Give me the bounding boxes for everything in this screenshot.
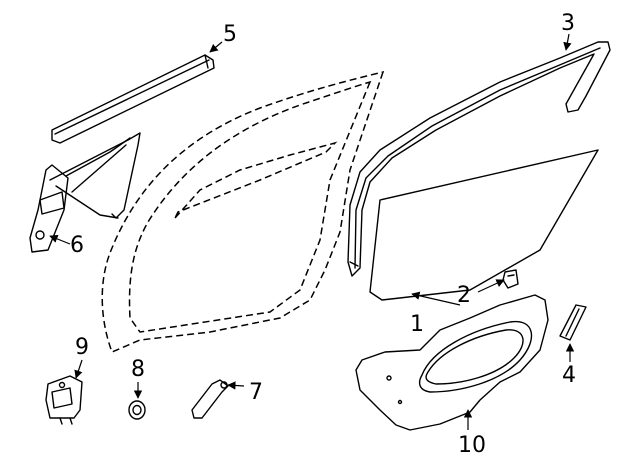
- callout-10: 10: [458, 433, 486, 458]
- glass-bracket: [502, 269, 519, 289]
- callout-leaders: [49, 33, 575, 430]
- lock-actuator: [45, 375, 83, 425]
- belt-weatherstrip: [51, 54, 215, 144]
- door-glass: [369, 149, 599, 301]
- callout-4: 4: [562, 363, 576, 388]
- window-run-channel: [347, 41, 611, 277]
- callout-7: 7: [249, 380, 263, 405]
- callout-6: 6: [70, 233, 84, 258]
- door-trim-panel: [355, 294, 549, 431]
- callout-3: 3: [561, 11, 575, 36]
- callout-9: 9: [75, 335, 89, 360]
- callout-1: 1: [410, 312, 424, 337]
- window-regulator: [29, 132, 141, 253]
- callout-2: 2: [457, 283, 471, 308]
- callout-8: 8: [131, 357, 145, 382]
- crank-washer: [128, 400, 146, 420]
- callout-5: 5: [223, 22, 237, 47]
- door-frame-outline: [101, 70, 385, 353]
- corner-seal: [559, 304, 587, 341]
- window-crank: [191, 379, 229, 419]
